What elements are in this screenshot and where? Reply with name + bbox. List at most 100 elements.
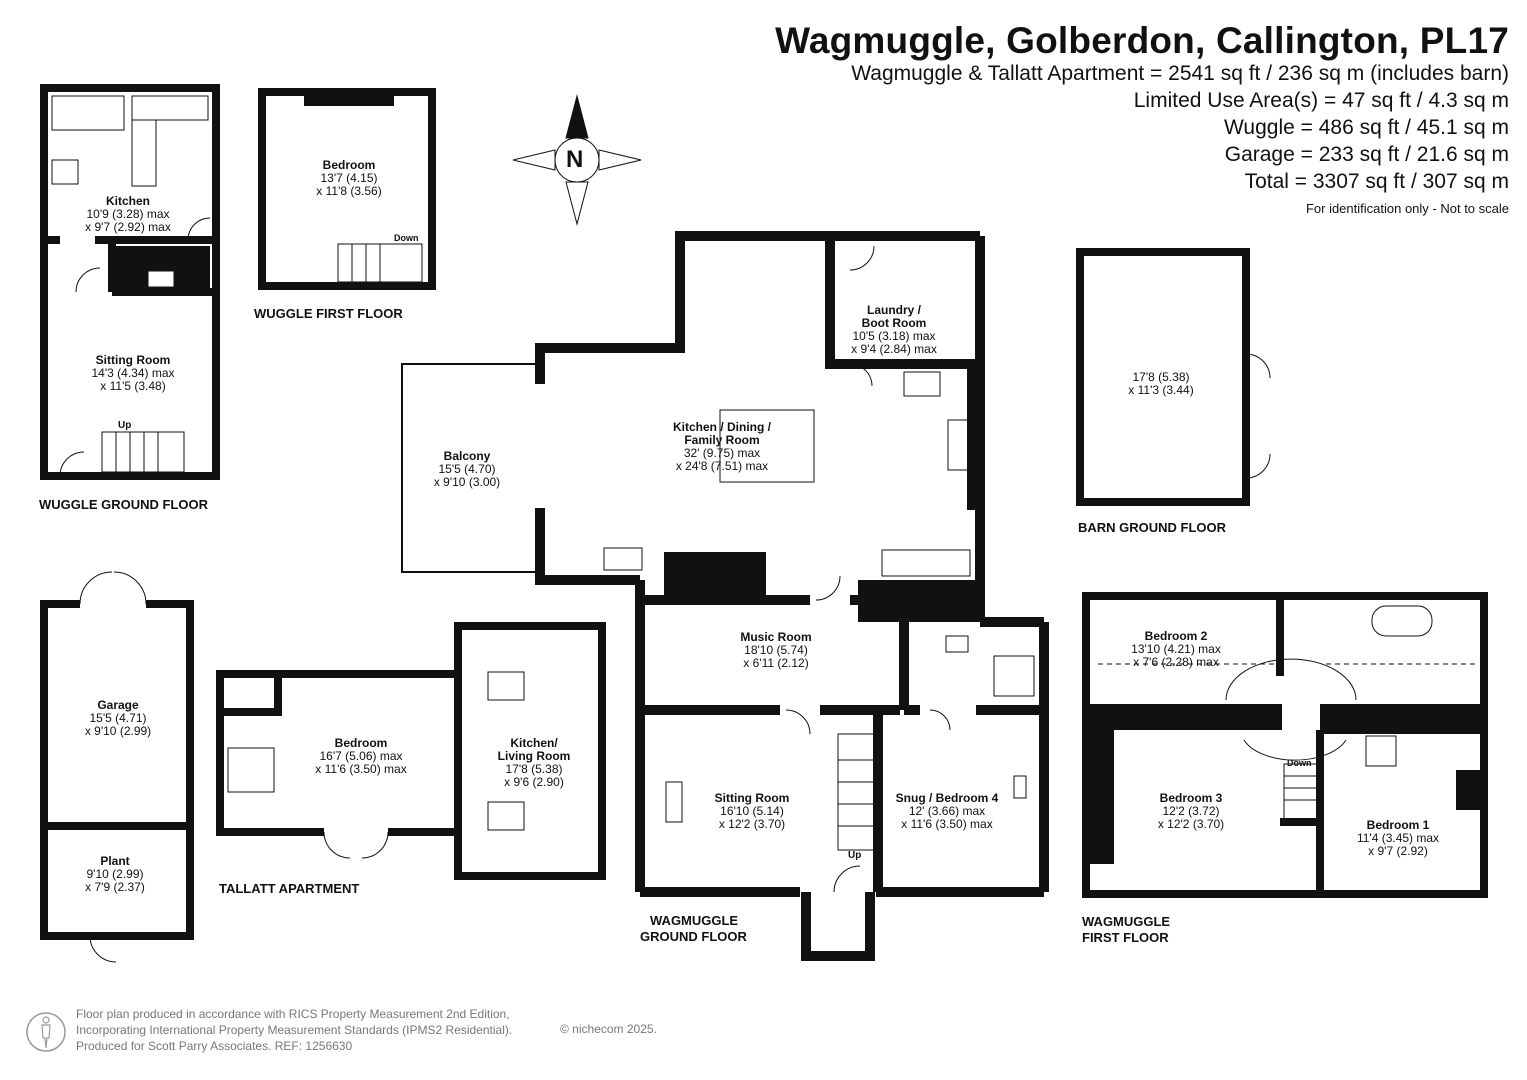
room-name: Family Room	[684, 433, 760, 447]
floor-label-wuggle-first: WUGGLE FIRST FLOOR	[254, 306, 403, 321]
floor-label-wagmuggle-first-1: WAGMUGGLE	[1082, 914, 1171, 929]
room-dimension: x 6'11 (2.12)	[743, 656, 809, 670]
person-scale-icon	[26, 1012, 66, 1052]
room-dimension: 15'5 (4.70)	[438, 462, 496, 476]
room-dimension: 15'5 (4.71)	[89, 711, 147, 725]
room-dimension: x 11'6 (3.50) max	[901, 817, 993, 831]
room-dimension: 10'9 (3.28) max	[86, 207, 170, 221]
room-name: Garage	[97, 698, 139, 712]
room-name: Living Room	[497, 749, 571, 763]
room-label-wuggle-kitchen: Kitchen 10'9 (3.28) max x 9'7 (2.92) max	[85, 195, 171, 234]
copyright: © nichecom 2025.	[560, 1022, 657, 1036]
room-label-bedroom-1: Bedroom 1 11'4 (3.45) max x 9'7 (2.92)	[1357, 819, 1439, 858]
footer-line: Produced for Scott Parry Associates. REF…	[76, 1039, 353, 1053]
room-dimension: 11'4 (3.45) max	[1356, 831, 1440, 845]
room-name: Bedroom 3	[1159, 791, 1223, 805]
room-label-kitchen-dining-family: Kitchen / Dining / Family Room 32' (9.75…	[673, 421, 771, 473]
compass-rose	[512, 94, 642, 226]
room-dimension: x 9'10 (3.00)	[433, 475, 501, 489]
area-line-3: Wuggle = 486 sq ft / 45.1 sq m	[1223, 116, 1509, 139]
room-label-wuggle-bedroom: Bedroom 13'7 (4.15) x 11'8 (3.56)	[316, 159, 381, 198]
room-dimension: 9'10 (2.99)	[86, 867, 144, 881]
room-label-tallatt-kitchen-living: Kitchen/ Living Room 17'8 (5.38) x 9'6 (…	[498, 737, 571, 789]
room-dimension: x 7'6 (2.28) max	[1133, 655, 1219, 669]
floor-label-wagmuggle-ground-2: GROUND FLOOR	[640, 929, 747, 944]
stair-down-label: Down	[394, 233, 419, 243]
room-label-laundry-boot-room: Laundry / Boot Room 10'5 (3.18) max x 9'…	[851, 304, 937, 356]
room-dimension: x 11'3 (3.44)	[1128, 383, 1194, 397]
room-dimension: x 11'6 (3.50) max	[315, 762, 407, 776]
area-line-4: Garage = 233 sq ft / 21.6 sq m	[1224, 143, 1509, 166]
room-dimension: 17'8 (5.38)	[505, 762, 563, 776]
room-dimension: 14'3 (4.34) max	[91, 366, 175, 380]
garage-walls	[40, 600, 194, 940]
room-dimension: x 9'4 (2.84) max	[851, 342, 937, 356]
room-dimension: 32' (9.75) max	[683, 446, 761, 460]
room-dimension: x 9'7 (2.92) max	[85, 220, 171, 234]
room-dimension: x 24'8 (7.51) max	[675, 459, 769, 473]
room-label-garage: Garage 15'5 (4.71) x 9'10 (2.99)	[85, 699, 151, 738]
room-label-plant: Plant 9'10 (2.99) x 7'9 (2.37)	[85, 855, 145, 894]
room-name: Plant	[100, 854, 130, 868]
room-dimension: 12' (3.66) max	[908, 804, 986, 818]
footer-line: Floor plan produced in accordance with R…	[76, 1007, 510, 1021]
room-name: Bedroom 2	[1144, 629, 1208, 643]
stair-down-label-first: Down	[1287, 758, 1312, 768]
compass-north-letter: N	[566, 146, 584, 173]
floor-label-barn-ground: BARN GROUND FLOOR	[1078, 520, 1227, 535]
room-name: Bedroom 1	[1366, 818, 1430, 832]
room-dimension: 12'2 (3.72)	[1162, 804, 1220, 818]
room-dimension: x 11'8 (3.56)	[316, 184, 382, 198]
wagmuggle-ground-walls	[535, 231, 1049, 961]
room-dimension: 16'10 (5.14)	[720, 804, 784, 818]
footer-notes: Floor plan produced in accordance with R…	[76, 1006, 512, 1054]
room-label-music-room: Music Room 18'10 (5.74) x 6'11 (2.12)	[740, 631, 811, 670]
tallatt-walls	[216, 622, 606, 880]
room-name: Sitting Room	[95, 353, 171, 367]
stair-up-label-main: Up	[848, 850, 862, 861]
room-name: Kitchen/	[510, 736, 558, 750]
room-name: Balcony	[443, 449, 491, 463]
room-name: Kitchen / Dining /	[673, 420, 771, 434]
room-label-sitting-room: Sitting Room 16'10 (5.14) x 12'2 (3.70)	[715, 792, 790, 831]
room-dimension: 13'10 (4.21) max	[1131, 642, 1221, 656]
room-label-balcony: Balcony 15'5 (4.70) x 9'10 (3.00)	[434, 450, 500, 489]
floor-label-wuggle-ground: WUGGLE GROUND FLOOR	[39, 497, 208, 512]
room-label-snug-bedroom-4: Snug / Bedroom 4 12' (3.66) max x 11'6 (…	[896, 792, 999, 831]
floor-label-wagmuggle-ground-1: WAGMUGGLE	[650, 913, 739, 928]
room-name: Boot Room	[861, 316, 927, 330]
room-dimension: x 9'7 (2.92)	[1368, 844, 1428, 858]
stair-up-label: Up	[118, 420, 132, 431]
footer-line: Incorporating International Property Mea…	[76, 1023, 513, 1037]
room-label-bedroom-2: Bedroom 2 13'10 (4.21) max x 7'6 (2.28) …	[1131, 630, 1221, 669]
area-line-2: Limited Use Area(s) = 47 sq ft / 4.3 sq …	[1133, 89, 1509, 112]
floor-label-wagmuggle-first-2: FIRST FLOOR	[1082, 930, 1169, 945]
room-dimension: x 12'2 (3.70)	[1157, 817, 1225, 831]
room-dimension: x 7'9 (2.37)	[85, 880, 145, 894]
room-label-bedroom-3: Bedroom 3 12'2 (3.72) x 12'2 (3.70)	[1158, 792, 1224, 831]
room-dimension: 17'8 (5.38)	[1132, 370, 1190, 384]
room-name: Music Room	[740, 630, 812, 644]
floor-label-tallatt: TALLATT APARTMENT	[219, 881, 360, 896]
property-title: Wagmuggle, Golberdon, Callington, PL17	[775, 20, 1509, 61]
room-dimension: x 9'6 (2.90)	[504, 775, 564, 789]
balcony-outline	[401, 363, 540, 573]
area-line-1: Wagmuggle & Tallatt Apartment = 2541 sq …	[851, 62, 1509, 85]
room-name: Bedroom	[322, 158, 376, 172]
room-dimension: 18'10 (5.74)	[744, 643, 808, 657]
room-dimension: 16'7 (5.06) max	[319, 749, 403, 763]
area-line-5: Total = 3307 sq ft / 307 sq m	[1244, 170, 1509, 193]
barn-walls	[1076, 248, 1250, 506]
room-dimension: x 9'10 (2.99)	[84, 724, 152, 738]
room-label-barn: 17'8 (5.38) x 11'3 (3.44)	[1128, 371, 1193, 397]
room-name: Snug / Bedroom 4	[895, 791, 999, 805]
room-name: Laundry /	[866, 303, 922, 317]
room-dimension: 10'5 (3.18) max	[852, 329, 936, 343]
room-dimension: 13'7 (4.15)	[320, 171, 378, 185]
room-name: Bedroom	[334, 736, 388, 750]
room-dimension: x 11'5 (3.48)	[100, 379, 166, 393]
room-name: Kitchen	[105, 194, 151, 208]
room-label-wuggle-sitting-room: Sitting Room 14'3 (4.34) max x 11'5 (3.4…	[92, 354, 175, 393]
room-dimension: x 12'2 (3.70)	[718, 817, 786, 831]
